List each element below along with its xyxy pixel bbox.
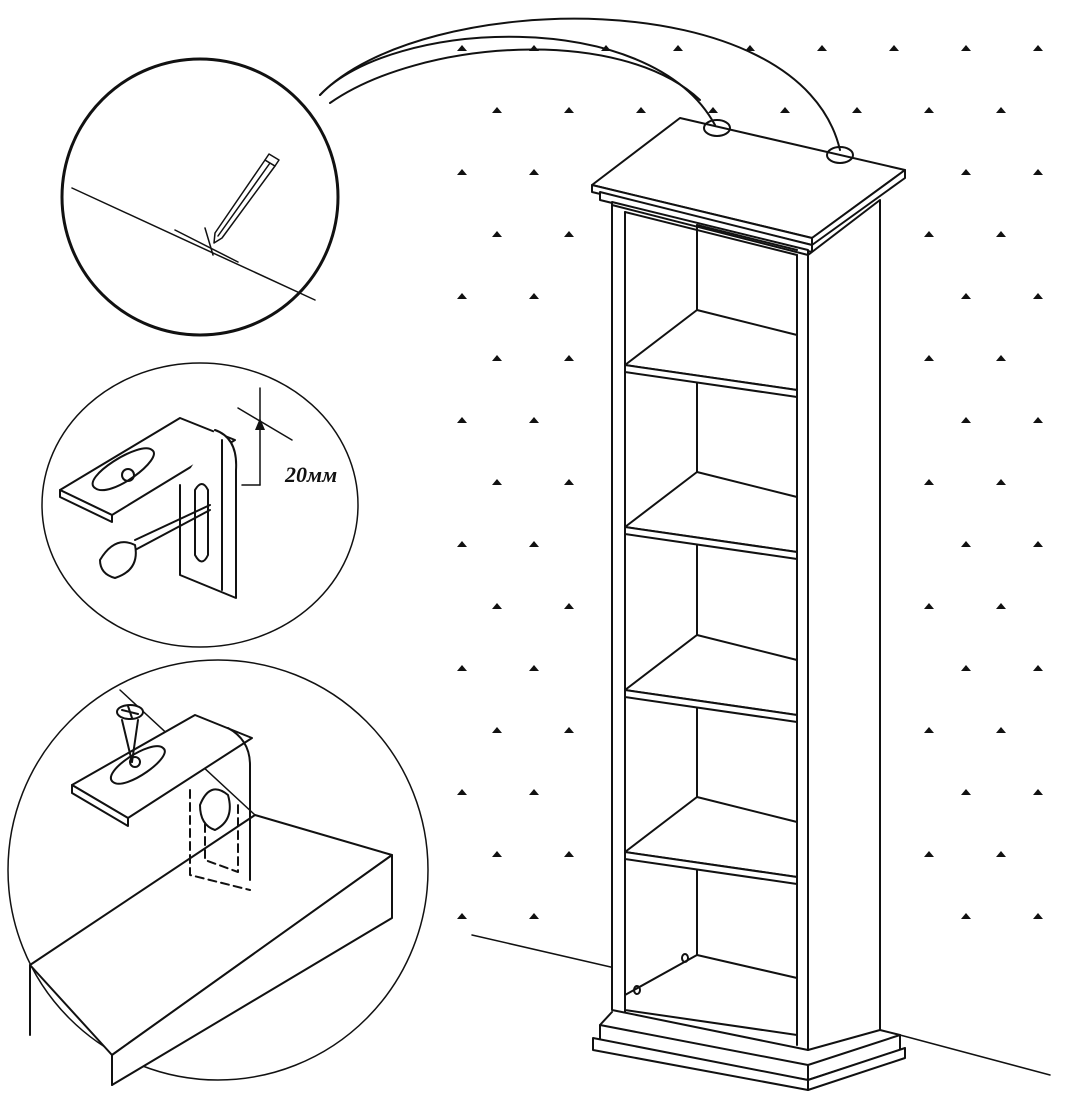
wall-pattern-dot <box>817 45 827 51</box>
detail-circle-marking <box>60 57 340 337</box>
wall-pattern-dot <box>457 665 467 671</box>
wall-pattern-dot <box>924 231 934 237</box>
wall-pattern-dot <box>852 107 862 113</box>
wall-pattern-dot <box>564 107 574 113</box>
wall-pattern-dot <box>492 603 502 609</box>
wall-pattern-dot <box>529 293 539 299</box>
floor-lines <box>471 934 1051 1076</box>
wall-pattern-dot <box>564 479 574 485</box>
wall-pattern-dot <box>961 293 971 299</box>
wall-pattern-dot <box>996 355 1006 361</box>
wall-pattern-dot <box>529 541 539 547</box>
wall-pattern-dot <box>924 107 934 113</box>
wall-pattern-dot <box>529 789 539 795</box>
wall-pattern-dot <box>1033 45 1043 51</box>
pencil-icon <box>213 153 280 244</box>
wall-pattern-dot <box>457 541 467 547</box>
wall-pattern-dot <box>1033 789 1043 795</box>
detail-circle-fixed <box>7 659 429 1086</box>
wall-pattern-dot <box>492 355 502 361</box>
wall-pattern-dot <box>529 417 539 423</box>
wall-pattern-dot <box>457 913 467 919</box>
wall-pattern-dot <box>1033 293 1043 299</box>
wall-pattern-dot <box>961 417 971 423</box>
screw-icon <box>116 704 144 763</box>
detail-circle-bracket <box>41 362 359 648</box>
shelves <box>624 309 798 1036</box>
wall-pattern-dot <box>636 107 646 113</box>
bracket-distance-label: 20мм <box>285 462 338 487</box>
wall-pattern-dot <box>492 851 502 857</box>
shelf <box>624 471 798 560</box>
wall-pattern-dot <box>564 231 574 237</box>
wall-pattern-dot <box>673 45 683 51</box>
wall-pattern-dot <box>457 45 467 51</box>
wall-pattern-dot <box>457 293 467 299</box>
wall-pattern-dot <box>961 169 971 175</box>
shelf <box>624 796 798 885</box>
wall-pattern-dot <box>889 45 899 51</box>
wall-pattern-dot <box>961 913 971 919</box>
wall-pattern-dot <box>529 169 539 175</box>
wall-pattern-dot <box>492 479 502 485</box>
nail-icon <box>99 504 211 579</box>
bottom-hole-left <box>633 985 641 995</box>
wall-pattern-dot <box>564 727 574 733</box>
wall-pattern-dot <box>996 479 1006 485</box>
cabinet-plinth <box>592 1011 906 1091</box>
wall-pattern-dot <box>457 789 467 795</box>
wall-pattern-dot <box>924 603 934 609</box>
wall-pattern-dot <box>996 231 1006 237</box>
wall-pattern-dot <box>1033 665 1043 671</box>
wall-pattern-dot <box>996 851 1006 857</box>
wall-pattern-dot <box>492 231 502 237</box>
wall-pattern-dot <box>745 45 755 51</box>
wall-pattern-dot <box>492 727 502 733</box>
wall-pattern-dot <box>961 45 971 51</box>
wall-pattern-dot <box>924 851 934 857</box>
wall-pattern-dot <box>1033 169 1043 175</box>
wall-pattern-dot <box>961 541 971 547</box>
wall-pattern-dot <box>708 107 718 113</box>
wall-pattern-dot <box>996 727 1006 733</box>
wall-pattern-dot <box>1033 541 1043 547</box>
top-mark-right <box>826 146 854 164</box>
wall-pattern-dot <box>961 665 971 671</box>
bottom-hole-right <box>681 953 689 963</box>
top-mark-left <box>703 119 731 137</box>
wall-pattern-dot <box>564 603 574 609</box>
bookcase-cabinet <box>591 117 906 1091</box>
wall-pattern-dot <box>780 107 790 113</box>
wall-pattern-dot <box>996 603 1006 609</box>
wall-pattern-dot <box>1033 913 1043 919</box>
shelf <box>624 634 798 723</box>
wall-pattern-dot <box>961 789 971 795</box>
wall-pattern-dot <box>564 851 574 857</box>
shelf <box>624 309 798 398</box>
wall-pattern-dot <box>529 913 539 919</box>
wall-pattern-dot <box>996 107 1006 113</box>
wall-pattern-dot <box>457 417 467 423</box>
connector-arcs <box>319 17 841 151</box>
wall-pattern-dot <box>924 727 934 733</box>
wall-pattern-dot <box>457 169 467 175</box>
wall-pattern-dot <box>492 107 502 113</box>
wall-pattern-dot <box>529 665 539 671</box>
wall-pattern-dot <box>924 355 934 361</box>
wall-pattern-dot <box>924 479 934 485</box>
wall-pattern-dot <box>564 355 574 361</box>
wall-pattern <box>457 45 1043 919</box>
wall-pattern-dot <box>1033 417 1043 423</box>
